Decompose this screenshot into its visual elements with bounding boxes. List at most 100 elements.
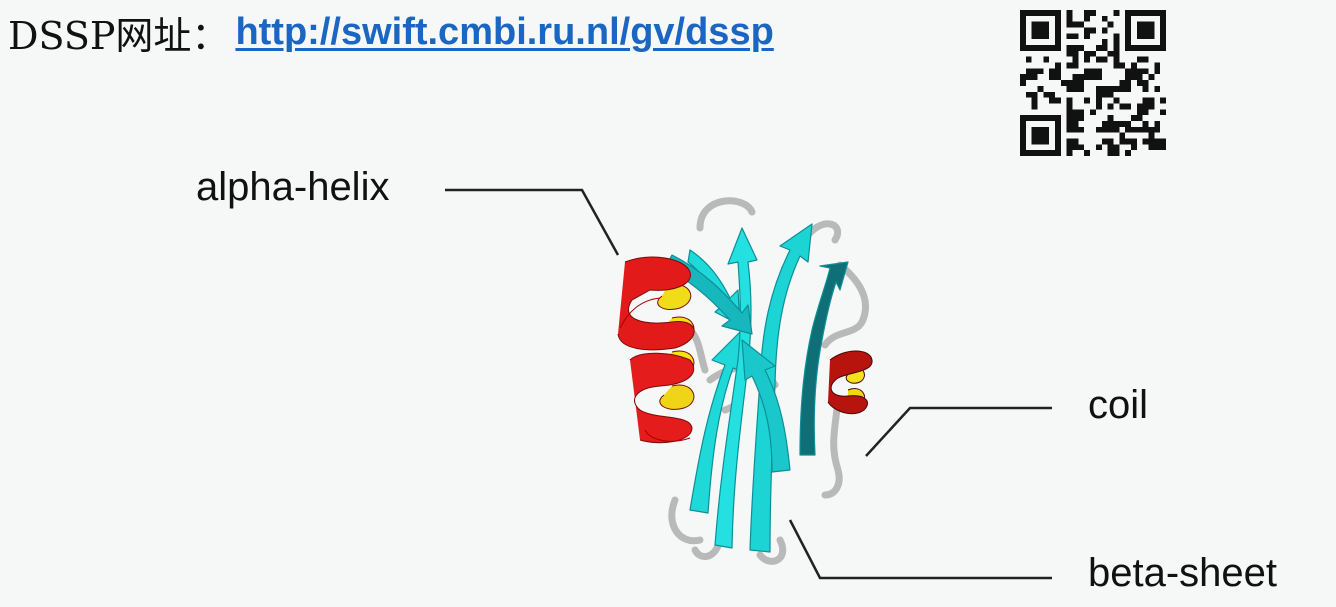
qr-module [1031, 115, 1038, 121]
qr-module [1055, 27, 1061, 34]
qr-module [1055, 39, 1061, 46]
qr-module [1020, 144, 1026, 151]
qr-module [1125, 138, 1131, 145]
qr-module [1136, 27, 1143, 34]
qr-module [1160, 10, 1166, 16]
qr-module [1136, 45, 1143, 51]
dssp-url-link[interactable]: http://swift.cmbi.ru.nl/gv/dssp [235, 10, 774, 53]
qr-module [1095, 97, 1102, 104]
qr-module [1113, 56, 1120, 63]
qr-module [1072, 85, 1079, 92]
qr-module [1043, 150, 1050, 156]
qr-module [1095, 126, 1102, 133]
qr-module [1031, 33, 1038, 40]
qr-module [1130, 144, 1137, 151]
qr-module [1078, 80, 1085, 86]
qr-module [1031, 74, 1038, 81]
header: DSSP网址： http://swift.cmbi.ru.nl/gv/dssp [8, 2, 774, 62]
qr-module [1084, 33, 1091, 40]
qr-module [1031, 91, 1038, 98]
qr-module [1066, 115, 1073, 121]
qr-module [1119, 132, 1126, 139]
qr-module [1107, 138, 1114, 145]
qr-module [1107, 50, 1114, 57]
qr-module [1025, 150, 1032, 156]
qr-module [1119, 103, 1126, 110]
qr-module [1020, 80, 1026, 86]
qr-module [1142, 27, 1149, 34]
qr-module [1025, 10, 1032, 16]
qr-module [1148, 10, 1155, 16]
qr-module [1055, 126, 1061, 133]
qr-module [1154, 85, 1161, 92]
qr-module [1078, 45, 1085, 51]
qr-module [1049, 150, 1056, 156]
qr-module [1043, 132, 1050, 139]
qr-module [1101, 45, 1108, 51]
qr-module [1090, 27, 1096, 34]
qr-module [1037, 126, 1044, 133]
qr-module [1136, 80, 1143, 86]
qr-module [1142, 85, 1149, 92]
qr-module [1025, 74, 1032, 81]
qr-module [1049, 10, 1056, 16]
qr-module [1125, 150, 1131, 156]
qr-module [1066, 21, 1073, 28]
qr-module [1113, 150, 1120, 156]
qr-module [1148, 144, 1155, 151]
qr-module [1130, 10, 1137, 16]
qr-module [1072, 56, 1079, 63]
qr-module [1101, 91, 1108, 98]
qr-module [1142, 68, 1149, 75]
qr-module [1031, 21, 1038, 28]
qr-module [1072, 33, 1079, 40]
qr-module [1107, 120, 1114, 127]
qr-module [1119, 138, 1126, 145]
qr-module [1020, 39, 1026, 46]
qr-module [1142, 120, 1149, 127]
qr-module [1148, 132, 1155, 139]
qr-module [1148, 74, 1155, 81]
qr-module [1037, 85, 1044, 92]
qr-module [1066, 144, 1073, 151]
qr-module [1148, 27, 1155, 34]
qr-module [1037, 27, 1044, 34]
qr-module [1142, 56, 1149, 63]
qr-code [1020, 10, 1166, 156]
qr-module [1154, 45, 1161, 51]
qr-module [1090, 50, 1096, 57]
qr-module [1130, 74, 1137, 81]
qr-module [1130, 138, 1137, 145]
qr-module [1142, 109, 1149, 116]
qr-module [1095, 144, 1102, 151]
qr-module [1160, 109, 1166, 116]
qr-module [1095, 74, 1102, 81]
qr-module [1037, 10, 1044, 16]
alpha-helix-left [617, 256, 695, 444]
qr-module [1072, 62, 1079, 69]
qr-module [1020, 15, 1026, 22]
qr-module [1136, 126, 1143, 133]
coil-leader-line [865, 406, 1052, 457]
alpha-helix-label: alpha-helix [196, 165, 390, 209]
qr-module [1148, 126, 1155, 133]
qr-module [1113, 62, 1120, 69]
qr-module [1043, 33, 1050, 40]
qr-module [1107, 126, 1114, 133]
qr-module [1136, 115, 1143, 121]
qr-module [1154, 144, 1161, 151]
qr-module [1055, 62, 1061, 69]
qr-module [1055, 132, 1061, 139]
qr-module [1148, 21, 1155, 28]
qr-module [1055, 97, 1061, 104]
qr-module [1037, 132, 1044, 139]
qr-module [1049, 91, 1056, 98]
qr-module [1025, 45, 1032, 51]
qr-module [1084, 56, 1091, 63]
qr-module [1090, 109, 1096, 116]
qr-module [1154, 120, 1161, 127]
qr-module [1125, 33, 1131, 40]
qr-module [1066, 109, 1073, 116]
qr-module [1095, 91, 1102, 98]
qr-module [1055, 33, 1061, 40]
